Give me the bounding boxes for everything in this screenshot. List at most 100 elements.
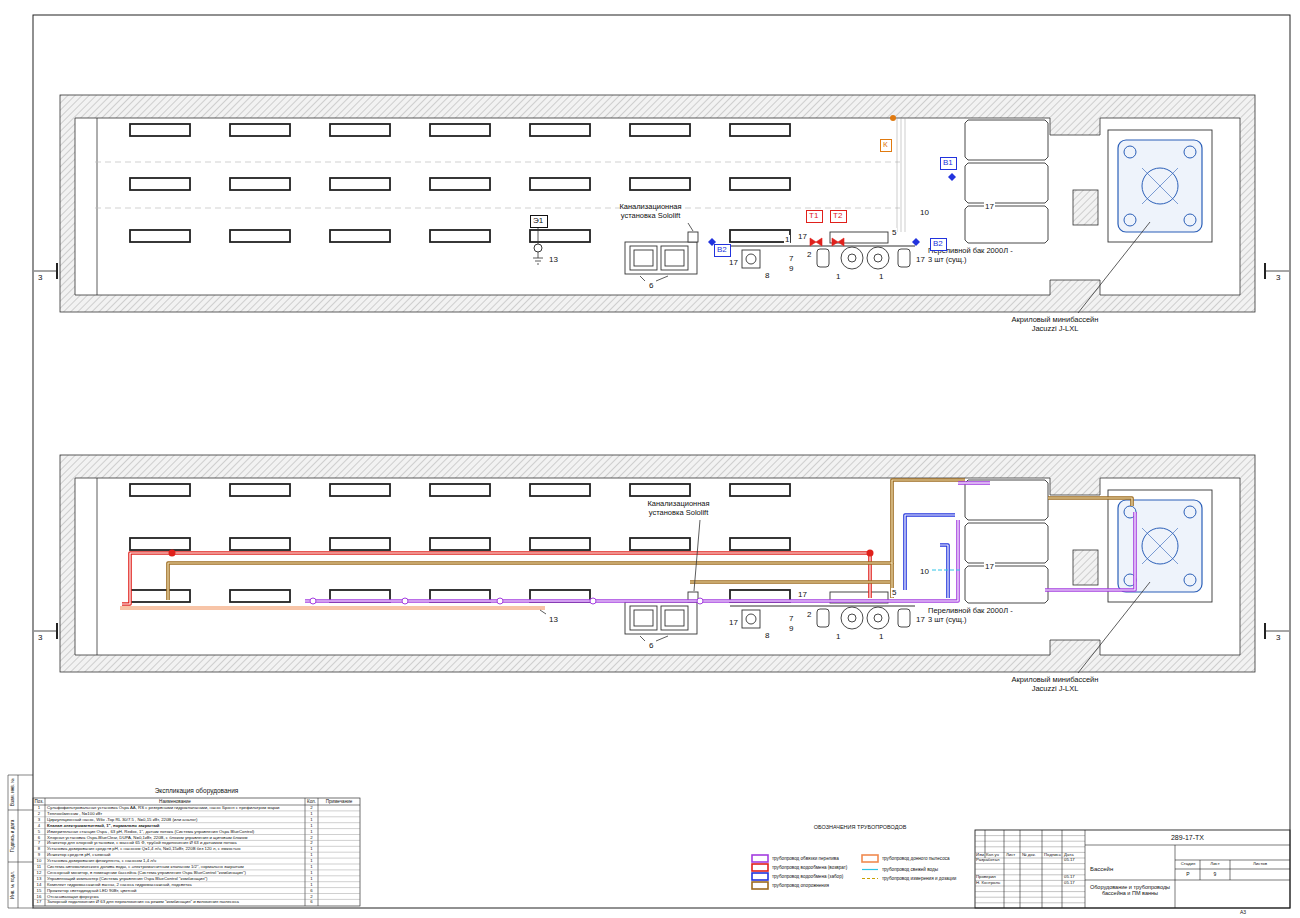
title-block-grid [975,836,1085,903]
table-cell: 3 [33,817,45,823]
table-cell: Инжектор для хлорной установки, с массой… [47,840,237,846]
stamp-date: 05.17 [1064,858,1075,863]
table-cell: 4 [33,823,45,829]
callout-number: 10 [919,208,930,217]
table-cell: Установка дозирования флокулянта, с насо… [47,858,156,864]
legend-text: трубопровод опорожнения [772,883,829,888]
callout-number: 10 [919,567,930,576]
table-cell: Циркуляционный насос, Wilo -Top RL 30/7.… [47,817,197,823]
table-title: Экспликация оборудования [33,787,360,794]
table-cell: 10 [33,858,45,864]
legend-text: трубопровод свежей воды [882,867,938,872]
stamp-header: Стадия [1176,862,1200,867]
valve-symbol [810,238,844,246]
table-cell: 13 [33,876,45,882]
tag-text: Э1 [533,217,545,226]
sewer-point [890,115,896,121]
pipe-tag: Э1 [530,215,548,228]
callout-number: 5 [891,228,897,237]
pipe-drain [168,480,1132,600]
legend-text: трубопровод водообмена (возврат) [772,865,847,870]
equipment-label: Акриловый минибассейн Jacuzzi J-LXL [1005,676,1105,693]
pipe-fitting [402,598,408,604]
table-cell: Инжектор средств pH, съемный [47,852,110,858]
stamp-value: Р [1176,872,1200,878]
table-cell: 6 [305,899,318,905]
callout-number: 17 [984,562,995,571]
stamp-header: Листов [1230,862,1290,867]
equipment-label: Канализационная установка Sololift [636,500,721,517]
pipe-tag: В2 [930,238,947,251]
callout-number: 1 [878,632,884,641]
drawing-code: 289-17-TX [1085,834,1290,842]
callout-number: 17 [797,590,808,599]
legend-swatch [862,855,878,862]
callout-number: 17 [797,232,808,241]
table-cell: 2 [305,840,318,846]
stamp-header: Лист [1200,862,1230,867]
pipe-tag: В2 [714,244,731,257]
title-block-grid [985,830,1290,908]
stamp-header: Лист [1006,853,1015,858]
callout-number: 17 [728,258,739,267]
margin-strip [8,775,33,908]
pipe-fitting [867,550,874,557]
table-cell: 1 [305,852,318,858]
pipe-intake [905,515,955,598]
pipe-fitting [697,598,703,604]
table-cell: 1 [305,870,318,876]
pipe-fitting [497,598,503,604]
stamp-role: Разработал [976,858,999,863]
table-frame [33,798,360,906]
callout-number: 1 [784,235,790,244]
legend-swatch [752,882,768,889]
table-grid [33,798,360,906]
table-cell: Управляющий компьютер (Система управлени… [47,876,207,882]
callout-number: 2 [806,250,812,259]
table-cell: 5 [33,829,45,835]
table-cell: 1 [305,846,318,852]
table-cell: Теплообменник , N=100 кВт [47,811,102,817]
pipe-return [122,553,870,604]
margin-label: Инв. № подл. [10,871,15,899]
pipe-overflow [305,483,1135,601]
table-cell: Система автоматического долива воды, с э… [47,864,244,870]
section-mark: 3 [1276,273,1280,282]
callout-number: 7 [788,614,794,623]
stamp-role: Проверил [976,875,996,880]
stamp-header: Кол.уч [986,853,999,858]
legend-swatch [752,855,768,862]
tag-text: К [883,141,889,150]
pipe-tag: Т1 [806,210,823,223]
callout-number: 17 [728,618,739,627]
tag-text: Т2 [833,212,844,221]
callout-number: 9 [788,624,794,633]
legend-swatch [752,873,768,880]
plan-bottom [34,455,1289,673]
sheet-frame [33,15,1290,908]
table-cell: 16 [33,894,45,900]
tag-text: Т1 [809,212,820,221]
leader-line [533,227,543,264]
table-cell: 2 [305,835,318,841]
table-cell: 1 [305,811,318,817]
table-cell: 1 [305,823,318,829]
table-grid [33,811,360,900]
stamp-date: 05.17 [1064,875,1075,880]
grid-line [95,162,900,208]
table-cell: 6 [305,888,318,894]
stamp-header: № док. [1022,853,1036,858]
table-cell: 15 [33,888,45,894]
callout-number: 1 [878,272,884,281]
callout-number: 13 [548,255,559,264]
table-cell: Комплект гидромассажной ванны, 2 насоса … [47,882,192,888]
pipe-fitting [169,550,176,557]
pipe-overflow [305,483,1135,601]
table-cell: 1 [305,817,318,823]
callout-number: 17 [915,255,926,264]
legend-sample [862,869,878,870]
table-cell: 1 [305,882,318,888]
table-cell: Измерительная станция Ospa , 63 pH, Redo… [47,829,254,835]
stamp-header: Подпись [1044,853,1061,858]
